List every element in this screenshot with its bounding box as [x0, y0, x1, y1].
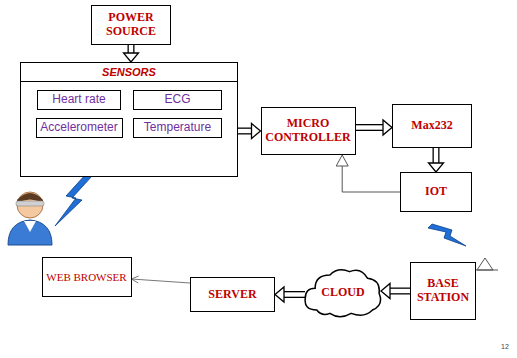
connector-arrow — [429, 148, 444, 172]
node-label: CLOUD — [321, 286, 364, 300]
connector-arrow — [132, 276, 191, 283]
node-label: SERVER — [208, 288, 256, 302]
converter-box: Max232 — [392, 104, 472, 148]
page-number: 12 — [501, 343, 509, 350]
connector-arrow — [356, 120, 393, 135]
wireless-bolt — [428, 224, 466, 246]
sensor-panel: SENSORS Heart rate ECG Accelerometer Tempera… — [20, 62, 238, 177]
connector-arrow — [336, 155, 400, 192]
server-box: SERVER — [190, 277, 275, 312]
connector-arrow — [238, 124, 261, 139]
sensor-box: Heart rate — [37, 90, 121, 110]
wireless-bolt — [55, 174, 92, 226]
node-label: Heart rate — [52, 93, 105, 107]
browser-box: WEB BROWSER — [42, 257, 132, 297]
node-label: ECG — [164, 93, 190, 107]
connector-arrow — [381, 284, 410, 299]
sensor-box: Accelerometer — [36, 118, 123, 138]
sensor-box: ECG — [133, 90, 222, 110]
node-label: SENSORS — [102, 66, 156, 79]
connector-arrow — [275, 287, 305, 302]
node-label: WEB BROWSER — [46, 271, 126, 284]
node-label: IOT — [425, 185, 447, 199]
cloud-shape: CLOUD — [302, 265, 384, 320]
controller-box: MICRO CONTROLLER — [261, 107, 356, 155]
power-box: POWER SOURCE — [91, 5, 171, 45]
node-label: Accelerometer — [40, 121, 117, 135]
node-label: MICRO CONTROLLER — [262, 117, 355, 145]
station-box: BASE STATION — [410, 262, 476, 320]
node-label: BASE STATION — [411, 277, 475, 305]
patient-icon — [8, 192, 52, 245]
sensor-box: Temperature — [133, 118, 222, 138]
node-label: Max232 — [411, 119, 452, 133]
iot-box: IOT — [400, 172, 472, 212]
connector-arrow — [124, 45, 139, 62]
node-label: POWER SOURCE — [92, 11, 170, 39]
panel-heading: SENSORS — [21, 63, 237, 82]
node-label: Temperature — [144, 121, 211, 135]
